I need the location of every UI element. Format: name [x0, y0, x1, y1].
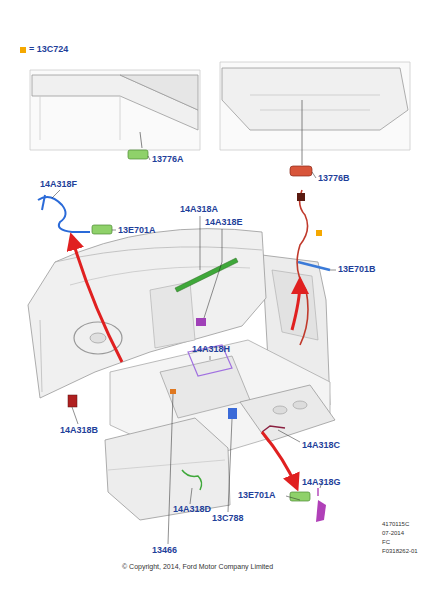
- note-text: F0318262-01: [382, 548, 418, 555]
- note-text: 4170115C: [382, 521, 409, 528]
- callout-number: 13466: [152, 546, 177, 556]
- callout-number: 14A318C: [302, 441, 340, 451]
- callout-number: 13776B: [318, 174, 350, 184]
- note-text: 07-2014: [382, 530, 404, 537]
- callout-number: 13E701A: [118, 226, 156, 236]
- callout-number: 13776A: [152, 155, 184, 165]
- legend-text: = 13C724: [29, 45, 68, 55]
- callout-number: 14A318B: [60, 426, 98, 436]
- callout-number: 14A318F: [40, 180, 77, 190]
- callout-number: 14A318E: [205, 218, 243, 228]
- legend-swatch: [20, 47, 26, 53]
- callout-number: 13E701B: [338, 265, 376, 275]
- note-text: © Copyright, 2014, Ford Motor Company Li…: [122, 563, 273, 571]
- callout-number: 14A318A: [180, 205, 218, 215]
- callout-number: 14A318D: [173, 505, 211, 515]
- callout-number: 13E701A: [238, 491, 276, 501]
- note-text: FC: [382, 539, 390, 546]
- callout-number: 14A318G: [302, 478, 341, 488]
- callout-number: 13C788: [212, 514, 244, 524]
- callout-number: 14A318H: [192, 345, 230, 355]
